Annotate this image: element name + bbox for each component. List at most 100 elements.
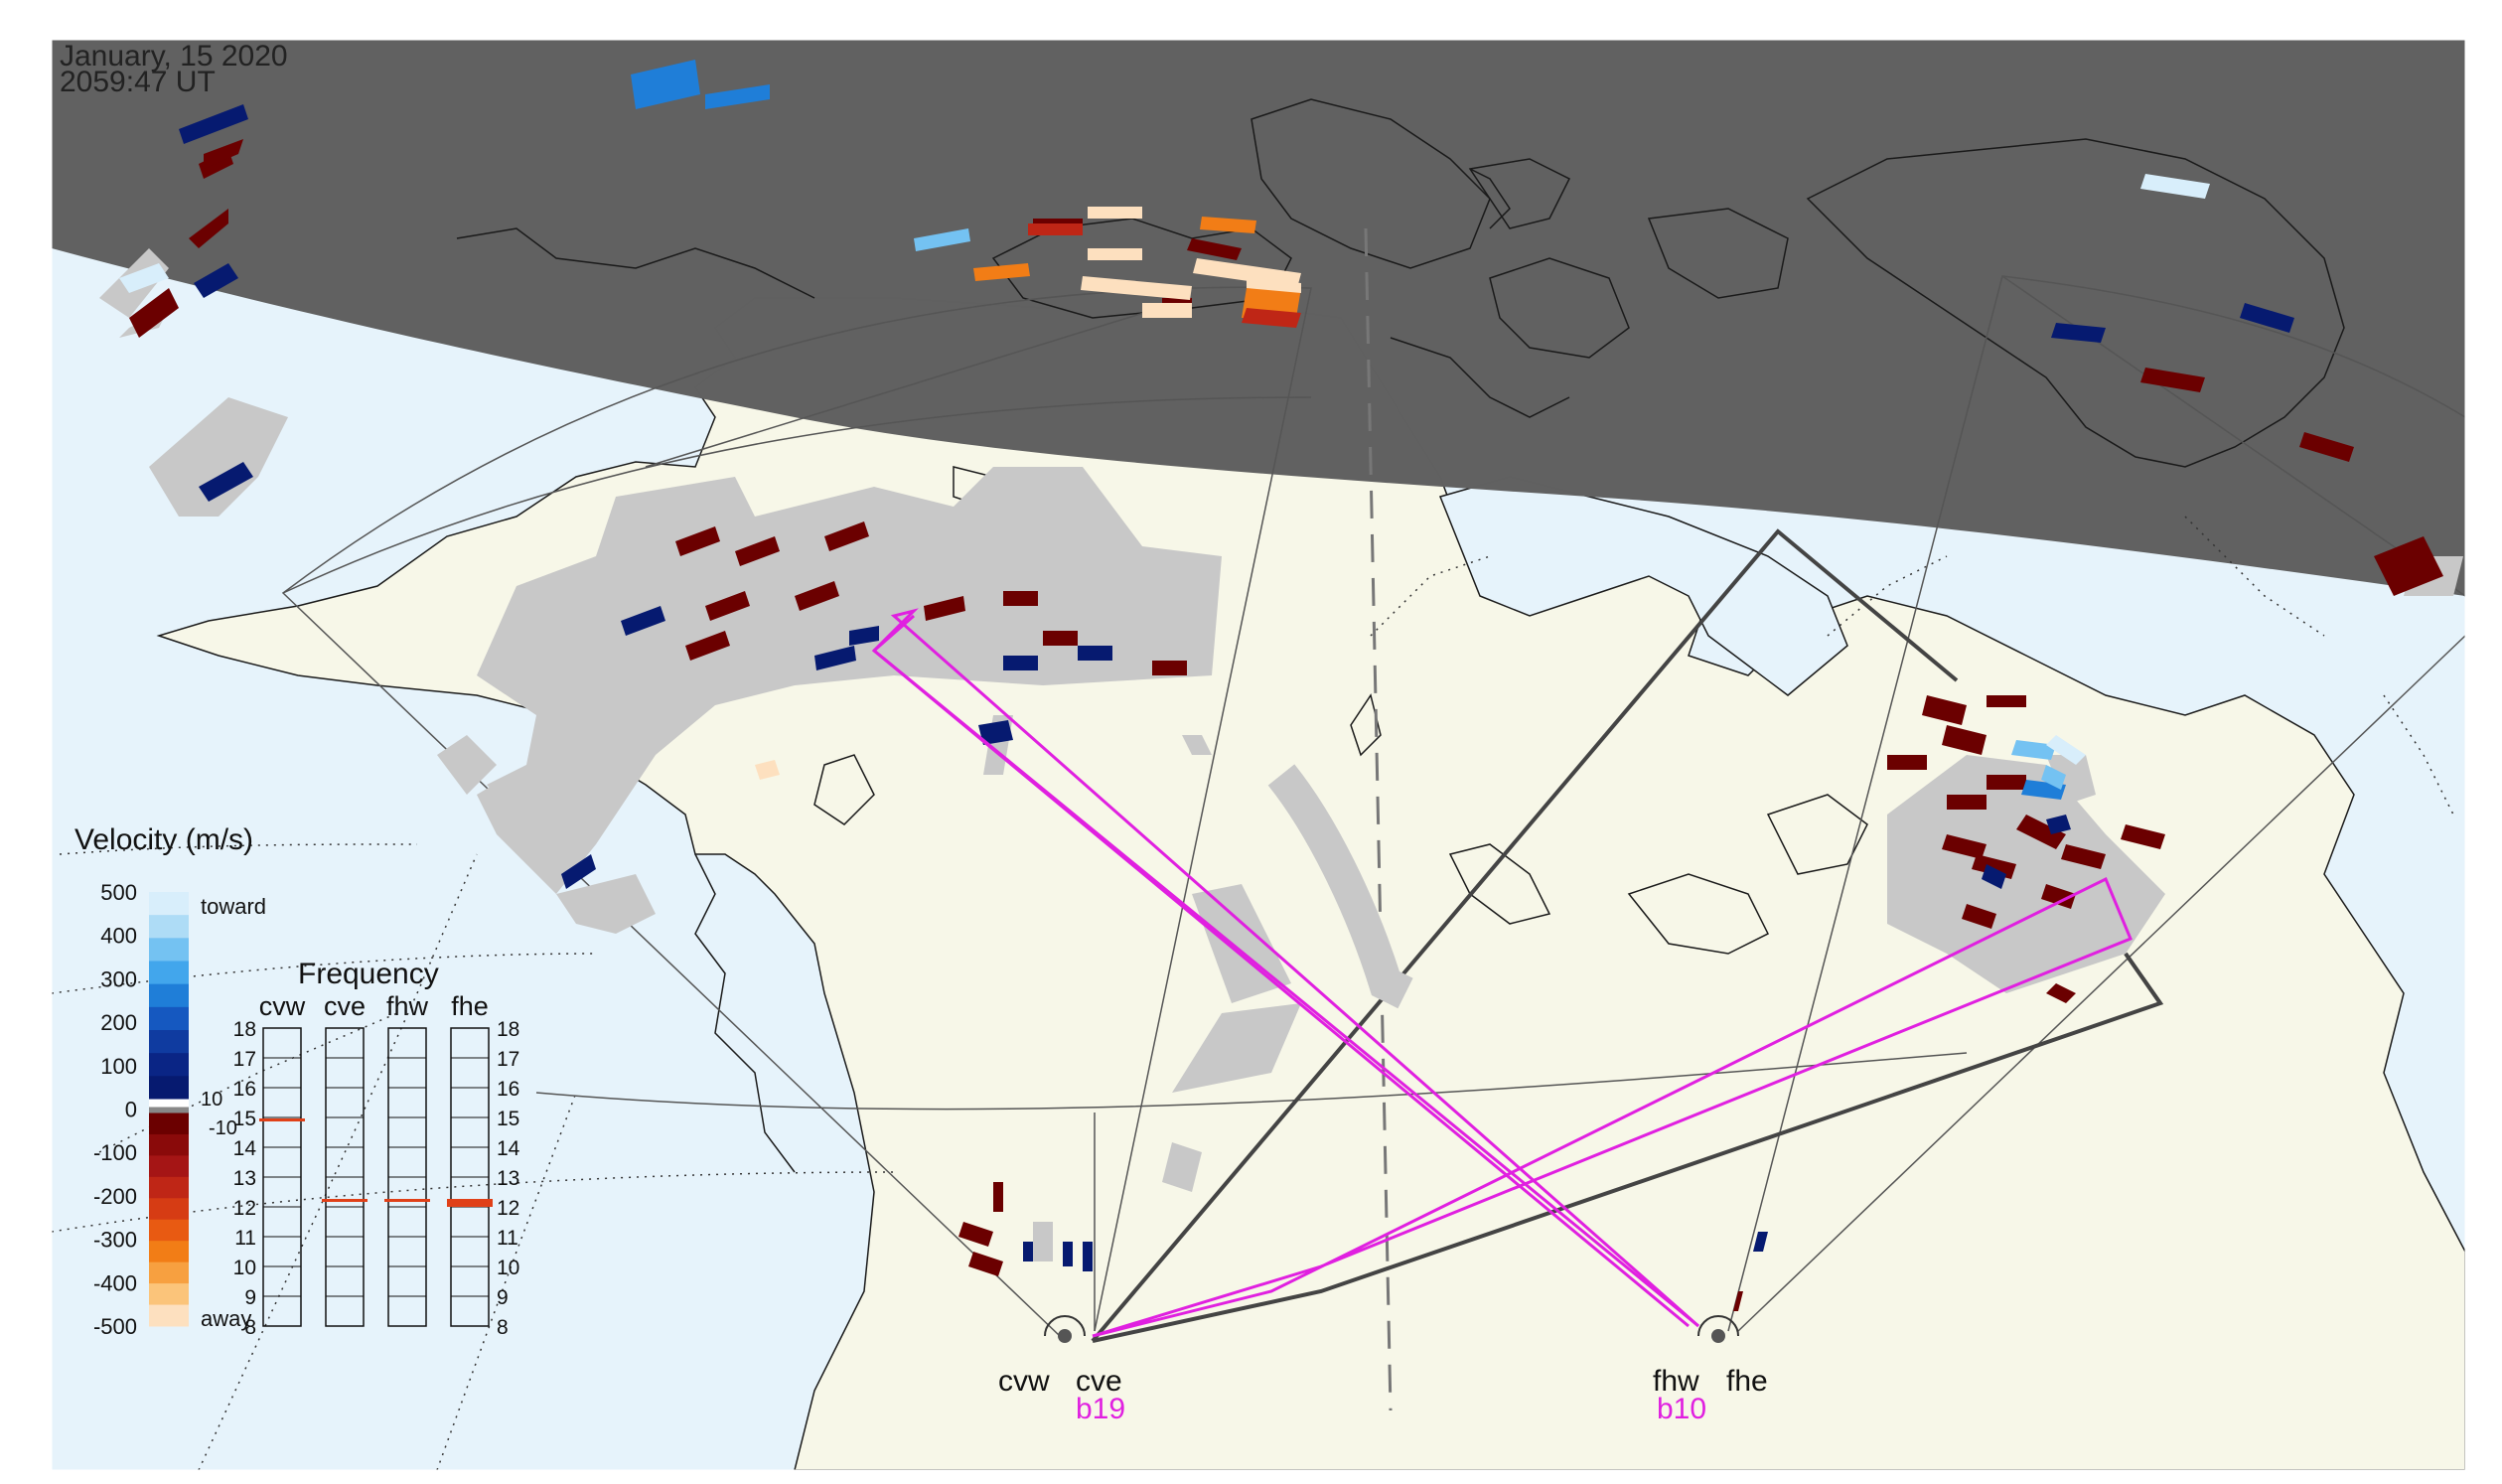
frequency-title: Frequency bbox=[298, 958, 439, 990]
frequency-column-label: fhe bbox=[451, 991, 489, 1021]
frequency-scale-right: 11 bbox=[497, 1227, 518, 1250]
frequency-scale-right: 14 bbox=[497, 1137, 520, 1160]
site-label-fhw: fhw bbox=[1653, 1365, 1699, 1398]
frequency-column-label: cve bbox=[324, 991, 366, 1021]
west-coast bbox=[694, 853, 796, 1173]
site-ring-cv bbox=[1044, 1315, 1086, 1337]
velocity-cells-away-pale bbox=[755, 207, 1301, 780]
colorbar-tick-label: 0 bbox=[125, 1098, 137, 1122]
colorbar-swatch-toward bbox=[149, 961, 189, 985]
colorbar-swatch-toward bbox=[149, 892, 189, 916]
velocity-cells-away-red bbox=[1028, 223, 1301, 328]
cve-range-band bbox=[1267, 764, 1413, 1009]
frequency-column-label: fhw bbox=[386, 991, 429, 1021]
timestamp-date: January, 15 2020 bbox=[60, 40, 288, 73]
colorbar-swatch-away bbox=[149, 1155, 189, 1178]
frequency-scale-right: 12 bbox=[497, 1197, 519, 1220]
colorbar-tick-label: 500 bbox=[100, 880, 137, 905]
frequency-scale-left: 11 bbox=[234, 1227, 256, 1250]
colorbar-swatch-away bbox=[149, 1198, 189, 1221]
cve-frame bbox=[1091, 528, 1959, 1343]
colorbar-swatch-toward bbox=[149, 1076, 189, 1100]
frequency-scale-left: 10 bbox=[233, 1257, 256, 1279]
frequency-column-label: cvw bbox=[259, 991, 306, 1021]
legend-mini-tick-pos: 10 bbox=[201, 1089, 222, 1111]
colorbar-swatch-away bbox=[149, 1133, 189, 1156]
velocity-cells-toward-light bbox=[914, 228, 2066, 790]
frequency-scale-right: 13 bbox=[497, 1167, 519, 1190]
colorbar-tick-label: 300 bbox=[100, 966, 137, 991]
cve-frame-corner bbox=[2124, 952, 2162, 1005]
frequency-scale-right: 16 bbox=[497, 1078, 519, 1101]
colorbar-tick-label: 100 bbox=[100, 1054, 137, 1079]
frequency-scale-right: 15 bbox=[497, 1108, 519, 1130]
ground-scatter bbox=[99, 248, 2463, 1261]
map-frame bbox=[51, 39, 2466, 1471]
frequency-scale-left: 18 bbox=[233, 1018, 256, 1041]
colorbar-swatch-away bbox=[149, 1283, 189, 1306]
frequency-scale-left: 13 bbox=[233, 1167, 256, 1190]
velocity-colorbar: 500 400 300 200 100 0 -100 -200 -300 -400 -500 bbox=[93, 880, 189, 1339]
frequency-scale-right: 18 bbox=[497, 1018, 519, 1041]
colorbar-tick-label: -100 bbox=[93, 1140, 137, 1165]
velocity-cells-away bbox=[129, 139, 2443, 1311]
legend-away-label: away bbox=[201, 1306, 251, 1331]
beam-fhw bbox=[871, 608, 1699, 1328]
island bbox=[813, 754, 875, 825]
colorbar-swatch-away bbox=[149, 1261, 189, 1284]
beam-fhw-tip bbox=[873, 614, 915, 653]
colorbar-swatch-away bbox=[149, 1219, 189, 1242]
colorbar-swatch-toward bbox=[149, 938, 189, 962]
frequency-scale-left: 12 bbox=[233, 1197, 256, 1220]
frequency-scale-left: 17 bbox=[233, 1048, 256, 1071]
colorbar-tick-label: -300 bbox=[93, 1228, 137, 1253]
colorbar-swatch-toward bbox=[149, 1006, 189, 1031]
colorbar-swatch-away bbox=[149, 1176, 189, 1199]
frequency-scale-right: 17 bbox=[497, 1048, 519, 1071]
graticule bbox=[52, 516, 2454, 1470]
colorbar-tick-label: 400 bbox=[100, 924, 137, 949]
site-marker-fh bbox=[1711, 1329, 1725, 1343]
beam-label-fhw: b10 bbox=[1657, 1393, 1706, 1425]
frequency-scale-right: 9 bbox=[497, 1286, 509, 1309]
beam-fhw-edge bbox=[873, 649, 1699, 1328]
colorbar-swatch-toward bbox=[149, 1030, 189, 1054]
site-label-cvw: cvw bbox=[998, 1365, 1050, 1398]
timestamp-time: 2059:47 UT bbox=[60, 66, 216, 98]
frequency-scale-left: 8 bbox=[244, 1316, 256, 1339]
dashed-meridian bbox=[1364, 227, 1393, 1411]
frequency-marker bbox=[259, 1118, 305, 1121]
frequency-scale-left: 9 bbox=[244, 1286, 256, 1309]
beam-label-cve: b19 bbox=[1076, 1393, 1125, 1425]
colorbar-tick-label: -200 bbox=[93, 1184, 137, 1209]
colorbar-swatch-zero bbox=[149, 1099, 189, 1108]
lake bbox=[1766, 794, 1868, 875]
frequency-marker bbox=[322, 1199, 368, 1202]
colorbar-swatch-away bbox=[149, 1113, 189, 1135]
colorbar-swatch-toward bbox=[149, 1053, 189, 1077]
lake bbox=[1627, 873, 1770, 955]
colorbar-tick-label: -400 bbox=[93, 1270, 137, 1295]
frequency-scale-left: 16 bbox=[233, 1078, 256, 1101]
site-label-fhe: fhe bbox=[1726, 1365, 1768, 1398]
site-ring-fh bbox=[1697, 1315, 1739, 1337]
velocity-cells-toward bbox=[179, 104, 2294, 1271]
colorbar-tick-label: -500 bbox=[93, 1314, 137, 1339]
colorbar-swatch-away bbox=[149, 1241, 189, 1263]
site-marker-cv bbox=[1058, 1329, 1072, 1343]
frequency-marker bbox=[447, 1199, 493, 1207]
colorbar-swatch-toward bbox=[149, 983, 189, 1008]
hudson-bay bbox=[1438, 476, 1848, 696]
frequency-scale-right: 8 bbox=[497, 1316, 509, 1339]
velocity-cells-toward-pale bbox=[119, 174, 2210, 765]
frequency-scale-left: 15 bbox=[233, 1108, 256, 1130]
frequency-scale-left: 14 bbox=[233, 1137, 257, 1160]
legend-mini-tick-neg: -10 bbox=[209, 1117, 237, 1139]
colorbar-tick-label: 200 bbox=[100, 1010, 137, 1035]
legend-toward-label: toward bbox=[201, 894, 266, 919]
site-label-cve: cve bbox=[1076, 1365, 1122, 1398]
colorbar-swatch-zero-grey bbox=[149, 1107, 189, 1113]
colorbar-swatch-away bbox=[149, 1304, 189, 1327]
